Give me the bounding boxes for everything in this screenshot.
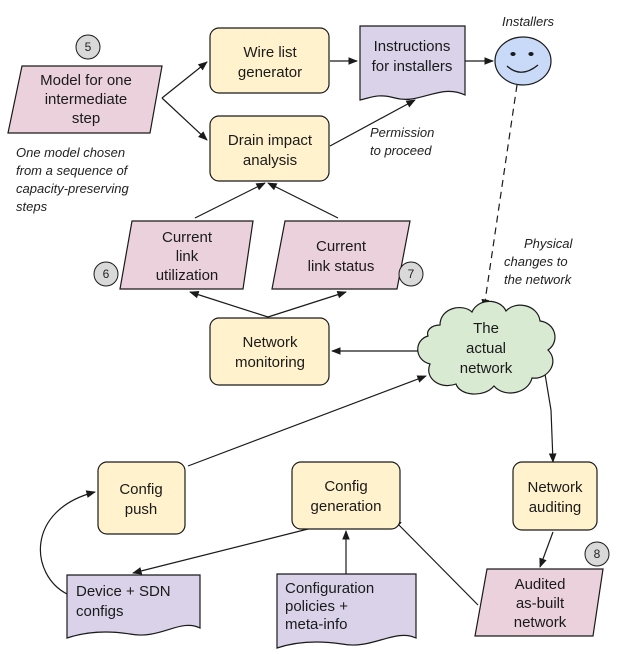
svg-text:5: 5 <box>85 40 92 54</box>
svg-text:8: 8 <box>594 547 601 561</box>
badge-8: 8 <box>584 541 610 567</box>
svg-text:analysis: analysis <box>243 152 297 169</box>
svg-text:monitoring: monitoring <box>235 354 305 371</box>
edge-monitoring-to-util <box>189 290 269 318</box>
svg-text:Device + SDN: Device + SDN <box>76 583 171 600</box>
node-model-intermediate-step: Model for one intermediate step <box>7 65 163 134</box>
badge-5: 5 <box>75 34 101 60</box>
edge-installers-to-network <box>481 84 518 309</box>
svg-text:push: push <box>125 501 158 518</box>
node-instructions-for-installers: Instructions for installers <box>359 25 466 101</box>
edge-auditing-to-audited <box>539 531 554 568</box>
svg-text:Permission: Permission <box>370 125 434 140</box>
node-network-auditing: Network auditing <box>512 461 598 531</box>
node-network-monitoring: Network monitoring <box>209 317 330 386</box>
svg-text:network: network <box>514 614 567 631</box>
connectors <box>39 57 557 606</box>
node-drain-impact-analysis: Drain impact analysis <box>209 115 330 182</box>
svg-text:intermediate: intermediate <box>45 91 128 108</box>
svg-text:Configuration: Configuration <box>285 580 374 597</box>
node-current-link-utilization: Current link utilization <box>119 220 254 290</box>
svg-text:auditing: auditing <box>529 499 582 516</box>
svg-text:configs: configs <box>76 603 124 620</box>
svg-text:capacity-preserving: capacity-preserving <box>16 181 129 196</box>
node-audited-as-built-network: Audited as-built network <box>474 568 604 637</box>
svg-text:policies +: policies + <box>285 598 348 615</box>
edge-monitoring-to-status <box>267 290 347 318</box>
svg-text:Physical: Physical <box>524 236 574 251</box>
edge-util-to-drain <box>194 182 266 219</box>
svg-text:Drain impact: Drain impact <box>228 132 313 149</box>
node-configuration-policies: Configuration policies + meta-info <box>276 573 417 649</box>
svg-text:meta-info: meta-info <box>285 616 348 633</box>
svg-text:link status: link status <box>308 258 375 275</box>
svg-text:the network: the network <box>504 272 573 287</box>
node-config-generation: Config generation <box>291 461 401 530</box>
svg-text:Model for one: Model for one <box>40 72 132 89</box>
svg-text:steps: steps <box>16 199 48 214</box>
svg-text:Config: Config <box>119 481 162 498</box>
svg-text:7: 7 <box>408 267 415 281</box>
svg-text:Wire list: Wire list <box>243 44 297 61</box>
svg-text:Network: Network <box>527 479 583 496</box>
installers-smiley-icon <box>494 36 552 86</box>
node-actual-network-cloud: The actual network <box>417 300 556 395</box>
svg-text:Instructions: Instructions <box>374 38 451 55</box>
svg-text:utilization: utilization <box>156 267 219 284</box>
svg-text:Network: Network <box>242 334 298 351</box>
edge-drain-to-instructions <box>329 99 416 147</box>
edge-status-to-drain <box>267 182 339 219</box>
installers-label: Installers <box>502 14 555 29</box>
svg-text:The: The <box>473 320 499 337</box>
svg-text:from a sequence of: from a sequence of <box>16 163 129 178</box>
svg-text:generation: generation <box>311 498 382 515</box>
svg-text:for installers: for installers <box>372 58 453 75</box>
node-current-link-status: Current link status <box>271 220 411 290</box>
edge-model-to-wirelist <box>161 61 208 99</box>
svg-text:link: link <box>176 248 199 265</box>
edge-configgen-to-devices <box>132 527 313 575</box>
svg-text:One model chosen: One model chosen <box>16 145 125 160</box>
badge-6: 6 <box>93 261 119 287</box>
edge-audited-to-configgen <box>392 518 479 606</box>
svg-text:as-built: as-built <box>516 595 565 612</box>
edge-network-to-auditing <box>543 367 557 463</box>
svg-text:network: network <box>460 360 513 377</box>
node-device-sdn-configs: Device + SDN configs <box>66 574 201 639</box>
svg-text:step: step <box>72 110 100 127</box>
edge-model-to-drain <box>161 97 208 141</box>
svg-text:changes to: changes to <box>504 254 568 269</box>
edge-devices-to-configpush <box>39 490 96 595</box>
svg-text:6: 6 <box>103 267 110 281</box>
svg-text:generator: generator <box>238 64 302 81</box>
physical-changes-label: Physical changes to the network <box>504 236 574 287</box>
edge-configpush-to-network <box>187 375 427 467</box>
permission-label: Permission to proceed <box>370 125 434 158</box>
node-wire-list-generator: Wire list generator <box>209 27 330 94</box>
badge-7: 7 <box>398 261 424 287</box>
svg-text:Current: Current <box>162 229 213 246</box>
svg-text:actual: actual <box>466 340 506 357</box>
svg-text:to proceed: to proceed <box>370 143 432 158</box>
model-note-label: One model chosen from a sequence of capa… <box>16 145 129 214</box>
svg-text:Config: Config <box>324 478 367 495</box>
svg-text:Current: Current <box>316 238 367 255</box>
svg-text:Audited: Audited <box>515 576 566 593</box>
node-config-push: Config push <box>97 461 186 535</box>
